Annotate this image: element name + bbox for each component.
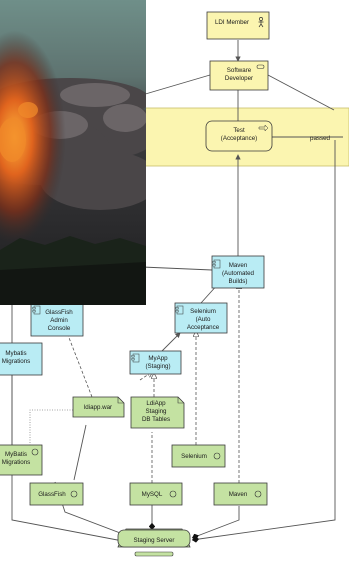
ldi-member-label: LDI Member (215, 19, 249, 26)
software-developer-label-2: Developer (225, 75, 253, 82)
node-ldi-member[interactable]: LDI Member (206, 11, 270, 40)
node-staging-server[interactable]: Staging Server (117, 528, 191, 557)
system-software-icon (254, 490, 262, 498)
maven-builds-label-2: (Automated (222, 270, 255, 277)
volcano-photo (0, 0, 146, 305)
glassfish-label: GlassFish (38, 491, 66, 498)
node-mybatis-migrations-bottom[interactable]: MyBatis Migrations (0, 444, 43, 476)
node-maven[interactable]: Maven (213, 482, 268, 506)
system-software-icon (31, 448, 39, 456)
node-selenium[interactable]: Selenium (171, 444, 226, 468)
myapp-staging-label-1: MyApp (148, 355, 168, 362)
component-icon (212, 259, 221, 269)
selenium-label: Selenium (181, 453, 207, 460)
selenium-auto-label-2: (Auto (196, 316, 211, 323)
node-glassfish[interactable]: GlassFish (29, 482, 84, 506)
glassfish-admin-label-2: Admin (50, 317, 68, 324)
node-glassfish-admin-console[interactable]: GlassFish Admin Console (30, 302, 84, 337)
edge-label-passed: passed (310, 135, 331, 142)
component-icon (131, 353, 140, 363)
node-mysql[interactable]: MySQL (129, 482, 183, 506)
system-software-icon (213, 452, 221, 460)
role-icon (256, 64, 265, 69)
node-test-acceptance[interactable]: Test (Acceptance) (205, 120, 273, 152)
node-maven-builds[interactable]: Maven (Automated Builds) (211, 255, 265, 289)
node-software-developer[interactable]: Software Developer (209, 60, 269, 91)
test-label-1: Test (233, 127, 245, 134)
ldiapp-staging-label-3: DB Tables (142, 416, 170, 423)
glassfish-admin-label-1: GlassFish (45, 309, 73, 316)
node-mybatis-migrations-top[interactable]: Mybatis Migrations (0, 342, 43, 376)
myapp-staging-label-2: (Staging) (145, 363, 170, 370)
process-arrow-icon (258, 124, 269, 132)
mybatis-top-label-2: Migrations (2, 358, 31, 365)
mysql-label: MySQL (142, 491, 163, 498)
component-icon (175, 305, 184, 315)
actor-icon (258, 17, 264, 28)
system-software-icon (70, 490, 78, 498)
ldiapp-staging-label-2: Staging (146, 408, 168, 415)
device-icon (134, 551, 174, 557)
component-icon (32, 305, 41, 315)
glassfish-admin-label-3: Console (48, 325, 71, 332)
ldiapp-war-label: ldiapp.war (84, 404, 112, 411)
maven-builds-label-3: Builds) (229, 278, 248, 285)
software-developer-label-1: Software (227, 67, 252, 74)
ldiapp-staging-label-1: LdiApp (146, 400, 166, 407)
node-myapp-staging[interactable]: MyApp (Staging) (129, 350, 182, 375)
maven-label: Maven (229, 491, 248, 498)
node-ldiapp-staging-db-tables[interactable]: LdiApp Staging DB Tables (130, 396, 185, 429)
node-selenium-auto-acceptance[interactable]: Selenium (Auto Acceptance (174, 302, 228, 334)
staging-server-label: Staging Server (134, 537, 175, 544)
selenium-auto-label-3: Acceptance (187, 324, 220, 331)
test-label-2: (Acceptance) (221, 135, 257, 142)
mybatis-bottom-label-2: Migrations (2, 459, 31, 466)
maven-builds-label-1: Maven (229, 262, 248, 269)
system-software-icon (169, 490, 177, 498)
mybatis-bottom-label-1: MyBatis (5, 451, 27, 458)
node-ldiapp-war[interactable]: ldiapp.war (72, 396, 125, 418)
mybatis-top-label-1: Mybatis (5, 350, 26, 357)
selenium-auto-label-1: Selenium (190, 308, 216, 315)
